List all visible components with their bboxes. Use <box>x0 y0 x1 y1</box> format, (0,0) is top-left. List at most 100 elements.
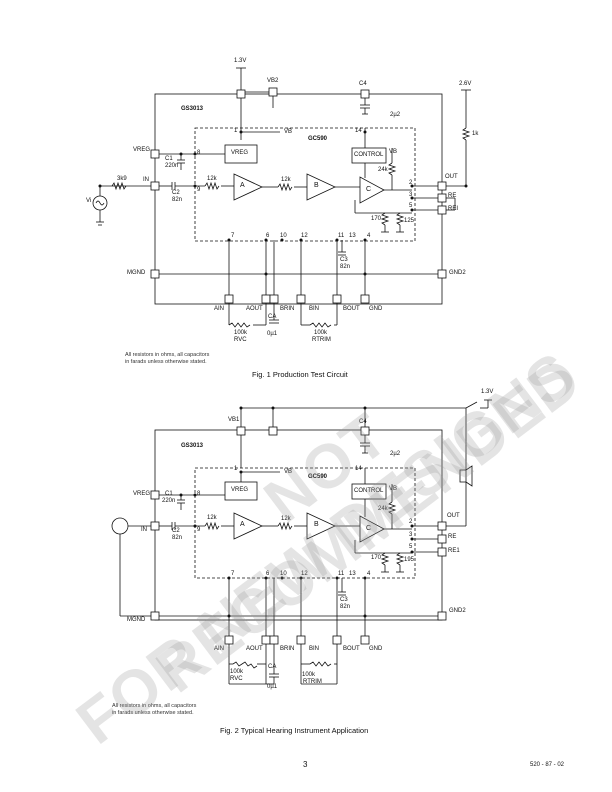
fig1-c2-val: 82n <box>172 197 183 203</box>
fig1-pin-8: 8 <box>197 150 201 156</box>
fig2-note-line2: in farads unless otherwise stated. <box>112 710 194 716</box>
fig1-rtrim-label: RTRIM <box>312 337 331 343</box>
fig1-r100k-b-label: 100k <box>314 330 328 336</box>
fig1-pin-3: 3 <box>409 192 413 198</box>
fig2-ca-label: CA <box>268 664 277 670</box>
fig1-bin-label: BIN <box>309 306 320 312</box>
fig1-chip-inner-label: GC590 <box>308 136 328 142</box>
fig1-c3-label: C3 <box>340 257 348 263</box>
fig1-r170-label: 170 <box>371 216 382 222</box>
fig1-pin-7: 7 <box>231 233 235 239</box>
fig1-rei-pin-label: REI <box>448 206 459 212</box>
fig1-pullup-res-label: 1k <box>472 131 479 137</box>
fig1-brin-label: BRIN <box>280 306 295 312</box>
fig1-chip-outer-label: GS3013 <box>181 106 204 112</box>
fig2-pin-5: 5 <box>409 544 413 550</box>
fig1-re-pin-label: RE <box>448 193 457 199</box>
fig2-rtrim-label: RTRIM <box>303 679 322 685</box>
fig1-supply-label: 1.3V <box>234 58 247 64</box>
fig1-r12k-a-label: 12k <box>207 176 217 182</box>
fig1-pin-9: 9 <box>197 187 201 193</box>
fig1-c1-label: C1 <box>165 156 173 162</box>
fig1-gnd2-pin-label: GND2 <box>449 270 466 276</box>
fig1-r100k-a-label: 100k <box>234 330 248 336</box>
fig1-vreg-block-label: VREG <box>231 150 249 156</box>
fig1-pin-1: 1 <box>234 128 238 134</box>
fig1-c4-label: C4 <box>359 81 367 87</box>
fig1-ca-label: CA <box>268 314 277 320</box>
fig1-ca-val: 0µ1 <box>267 331 278 337</box>
fig1-c2-label: C2 <box>172 190 180 196</box>
fig1-r12k-b-label: 12k <box>281 177 291 183</box>
fig2-r100k-b-label: 100k <box>302 672 316 678</box>
fig2-bin-label: BIN <box>309 646 320 652</box>
fig2-pin-13: 13 <box>349 571 356 577</box>
fig2-chip-inner-label: GC590 <box>308 474 328 480</box>
fig1-in-pin-label: IN <box>143 177 149 183</box>
fig1-note-line1: All resistors in ohms, all capacitors <box>125 352 210 358</box>
fig1-note-line2: in farads unless otherwise stated. <box>125 359 207 365</box>
fig1-pin-10: 10 <box>280 233 287 239</box>
fig2-pin-4: 4 <box>367 571 371 577</box>
fig2-rvc-label: RVC <box>230 676 243 682</box>
fig2-vreg-block-label: VREG <box>231 487 249 493</box>
fig2-vb1-label: VB1 <box>228 417 240 423</box>
fig2-c3-val: 82n <box>340 604 351 610</box>
fig1-aout-label: AOUT <box>246 306 263 312</box>
fig2-rei-pin-label: RE1 <box>448 548 460 554</box>
fig2-ain-label: AIN <box>214 646 225 652</box>
fig1-pin-4: 4 <box>367 233 371 239</box>
fig1-pin-12: 12 <box>301 233 308 239</box>
fig2-amp-c-label: C <box>366 525 372 532</box>
fig2-r24k-label: 24k <box>378 506 388 512</box>
fig2-gnd-label: GND <box>369 646 383 652</box>
fig1-c4-val: 2µ2 <box>390 112 401 118</box>
fig1-pin-14: 14 <box>355 128 362 134</box>
fig2-out-pin-label: OUT <box>447 513 460 519</box>
page-number: 3 <box>303 760 308 769</box>
fig2-pin-10: 10 <box>280 571 287 577</box>
fig1-bout-label: BOUT <box>343 306 360 312</box>
fig1-vi-label: Vi <box>86 198 92 204</box>
fig2-c4-val: 2µ2 <box>390 451 401 457</box>
fig1-pin-2: 2 <box>409 180 413 186</box>
fig2-mgnd-pin-label: MGND <box>127 617 146 623</box>
fig2-vb-ctrl-label: VB <box>389 486 398 492</box>
fig2-vb-top-label: VB <box>284 469 293 475</box>
fig2-vreg-pin-label: VREG <box>133 491 151 497</box>
fig1-ain-label: AIN <box>214 306 225 312</box>
fig1-amp-c-label: C <box>366 186 372 193</box>
fig2-c1-val: 220n <box>162 498 176 504</box>
fig2-pin-14: 14 <box>355 466 362 472</box>
fig2-c1-label: C1 <box>165 491 173 497</box>
fig1-mgnd-pin-label: MGND <box>127 270 146 276</box>
fig2-in-pin-label: IN <box>141 527 147 533</box>
fig2-pin-9: 9 <box>197 527 201 533</box>
fig2-c2-val: 82n <box>172 535 183 541</box>
fig2-caption: Fig. 2 Typical Hearing Instrument Applic… <box>220 726 369 735</box>
fig1-r125-label: 125 <box>404 218 415 224</box>
fig2-r100k-a-label: 100k <box>230 669 244 675</box>
fig2-r195-label: 195 <box>404 557 415 563</box>
figure1-schematic <box>92 67 471 328</box>
fig2-pin-8: 8 <box>197 491 201 497</box>
fig1-c1-val: 220n <box>165 163 179 169</box>
fig1-caption: Fig. 1 Production Test Circuit <box>252 370 348 379</box>
fig1-vb2-label: VB2 <box>267 78 279 84</box>
fig2-bout-label: BOUT <box>343 646 360 652</box>
fig2-r170-label: 170 <box>371 555 382 561</box>
fig2-note-line1: All resistors in ohms, all capacitors <box>112 703 197 709</box>
fig2-pin-3: 3 <box>409 532 413 538</box>
fig1-pin-6: 6 <box>266 233 270 239</box>
fig2-pin-6: 6 <box>266 571 270 577</box>
fig1-vb-ctrl-label: VB <box>389 149 398 155</box>
fig2-r12k-b-label: 12k <box>281 516 291 522</box>
fig1-vreg-pin-label: VREG <box>133 147 151 153</box>
fig2-pin-11: 11 <box>338 571 345 577</box>
fig2-c4-label: C4 <box>359 419 367 425</box>
fig2-ca-val: 0µ1 <box>267 684 278 690</box>
fig1-r3k9-label: 3k9 <box>117 176 127 182</box>
fig1-pullup-supply-label: 2.6V <box>459 81 472 87</box>
fig1-pin-11: 11 <box>338 233 345 239</box>
fig1-gnd-label: GND <box>369 306 383 312</box>
